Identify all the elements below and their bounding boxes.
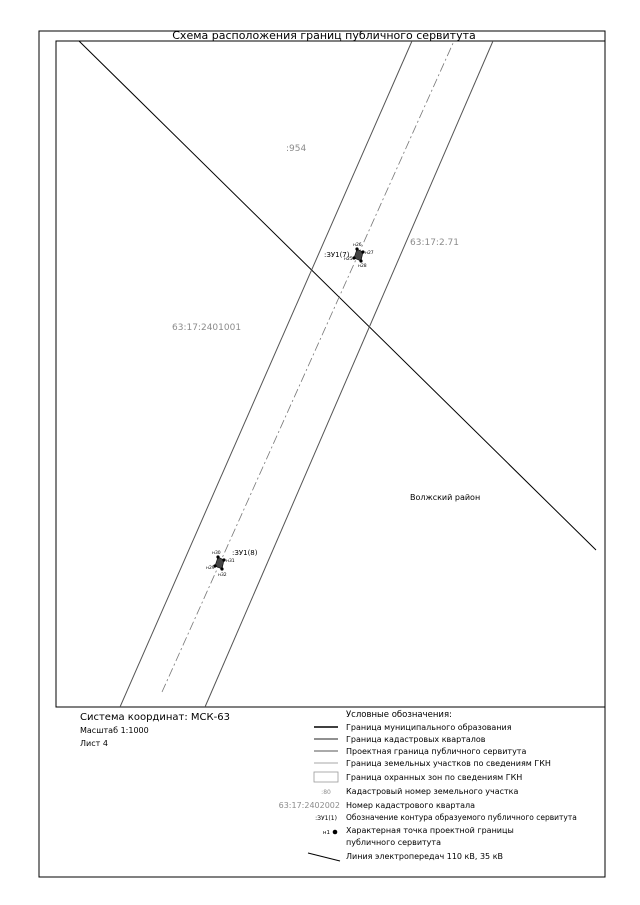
quarter-number-right: 63:17:2.71 [410, 238, 459, 248]
legend-item-text: Кадастровый номер земельного участка [346, 787, 519, 796]
boundary-point-icon [355, 247, 359, 251]
easement-boundary-right [204, 40, 494, 708]
map-title: Схема расположения границ публичного сер… [172, 29, 476, 42]
coordinate-system: Система координат: МСК-63 [80, 712, 230, 723]
legend-item-text: Номер кадастрового квартала [346, 801, 475, 810]
legend: Условные обозначения: Граница муниципаль… [279, 710, 577, 862]
map-frame [55, 40, 606, 708]
contour-polygon-upper [353, 248, 364, 262]
point-label: н27 [365, 250, 374, 256]
legend-point-icon [332, 829, 338, 835]
legend-item-text: Граница земельных участков по сведениям … [346, 759, 551, 768]
contour-label-lower: :ЗУ1(8) [232, 549, 258, 557]
legend-item-text: Граница муниципального образования [346, 723, 512, 732]
legend-item-text: Граница охранных зон по сведениям ГКН [346, 773, 522, 782]
legend-item-text: Линия электропередач 110 кВ, 35 кВ [346, 852, 503, 861]
legend-item-text: Проектная граница публичного сервитута [346, 747, 526, 756]
legend-security-zone-icon [313, 771, 339, 783]
easement-boundary-left [119, 40, 413, 708]
district-label: Волжский район [410, 493, 480, 502]
point-label: н25 [344, 256, 353, 262]
boundary-point-icon [216, 555, 220, 559]
sheet-number: Лист 4 [80, 739, 108, 748]
legend-title: Условные обозначения: [346, 710, 452, 720]
boundary-point-icon [361, 250, 365, 254]
point-label: н32 [218, 572, 227, 578]
point-label: н28 [358, 263, 367, 269]
legend-item-sample: 63:17:2402002 [279, 801, 340, 810]
municipal-boundary-line [78, 40, 597, 551]
contour-label-upper: :ЗУ1(7) [324, 251, 350, 259]
legend-item-text: Обозначение контура образуемого публично… [346, 813, 577, 822]
legend-item-sample: н1 [323, 830, 330, 836]
legend-item-sample: :ЗУ1(1) [315, 815, 337, 822]
boundary-point-icon [213, 564, 217, 568]
legend-item-sample: :80 [321, 789, 331, 796]
boundary-point-icon [222, 558, 226, 562]
point-label: н30 [212, 550, 221, 556]
boundary-point-icon [220, 567, 224, 571]
point-label: н29 [206, 565, 215, 571]
legend-power-line-icon [307, 852, 341, 862]
quarter-number-left: 63:17:2401001 [172, 323, 241, 333]
scale-label: Масштаб 1:1000 [80, 726, 149, 735]
boundary-point-icon [352, 256, 356, 260]
easement-contour-upper: :ЗУ1(7) н26 н27 н28 н25 [324, 242, 374, 269]
boundary-point-icon [359, 259, 363, 263]
point-label: н26 [353, 242, 362, 248]
contour-polygon-lower [214, 556, 225, 570]
point-label: н31 [226, 558, 235, 564]
legend-item-text: публичного сервитута [346, 838, 441, 847]
easement-contour-lower: :ЗУ1(8) н30 н31 н29 н32 [206, 549, 258, 578]
parcel-number-label: :954 [286, 144, 306, 154]
legend-item-text: Граница кадастровых кварталов [346, 735, 486, 744]
legend-item-text: Характерная точка проектной границы [346, 826, 514, 835]
